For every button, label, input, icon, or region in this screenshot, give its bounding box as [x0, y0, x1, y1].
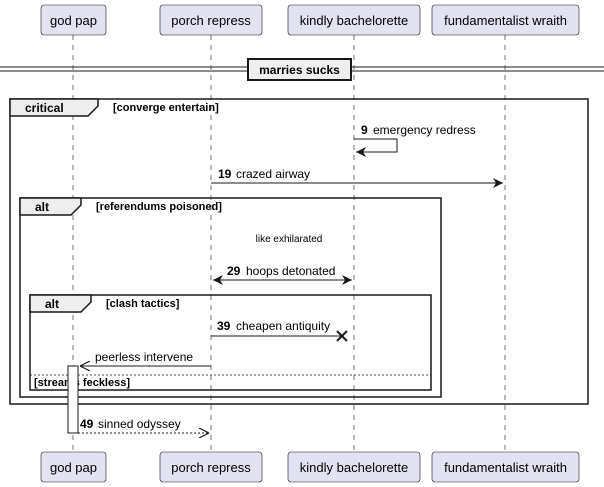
participant-label: kindly bachelorette	[300, 460, 408, 475]
participant-kindly-bachelorette-bottom[interactable]: kindly bachelorette	[287, 451, 421, 483]
participant-porch-repress-bottom[interactable]: porch repress	[159, 451, 263, 483]
fragment-critical: critical [converge entertain]	[9, 98, 589, 405]
message-29: 29 hoops detonated	[213, 264, 352, 285]
participant-label: god pap	[50, 460, 97, 475]
participant-god-pap-bottom[interactable]: god pap	[40, 451, 107, 483]
message-number: 49	[80, 417, 94, 431]
fragment-guard: [clash tactics]	[106, 298, 180, 310]
message-label: sinned odyssey	[98, 417, 181, 431]
participant-god-pap[interactable]: god pap	[40, 4, 107, 36]
divider: marries sucks	[0, 58, 604, 81]
participant-fundamentalist-wraith-bottom[interactable]: fundamentalist wraith	[431, 451, 580, 483]
participant-porch-repress[interactable]: porch repress	[159, 4, 263, 36]
message-number: 39	[217, 319, 231, 333]
participants-bottom: god pap porch repress kindly bachelorett…	[40, 451, 580, 483]
participant-label: kindly bachelorette	[300, 13, 408, 28]
message-peerless-intervene: peerless intervene	[80, 350, 211, 366]
divider-label: marries sucks	[259, 63, 340, 77]
activation-bar	[67, 365, 79, 434]
fragment-guard: [converge entertain]	[113, 102, 219, 114]
participant-label: porch repress	[171, 13, 251, 28]
else-guard: [streams feckless]	[34, 377, 130, 389]
message-39: 39 cheapen antiquity	[211, 319, 348, 342]
note-like-exhilarated: like exhilarated	[256, 234, 323, 245]
message-9: 9 emergency redress	[354, 123, 476, 157]
fragment-guard: [referendums poisoned]	[96, 201, 222, 213]
message-number: 9	[361, 123, 368, 137]
participant-label: god pap	[50, 13, 97, 28]
message-label: crazed airway	[236, 167, 310, 181]
message-label: peerless intervene	[95, 350, 193, 364]
message-number: 29	[227, 264, 241, 278]
participant-label: fundamentalist wraith	[444, 13, 567, 28]
participants-top: god pap porch repress kindly bachelorett…	[40, 4, 580, 36]
message-19: 19 crazed airway	[211, 167, 503, 188]
fragment-keyword: alt	[45, 297, 59, 311]
message-label: cheapen antiquity	[236, 319, 330, 333]
participant-fundamentalist-wraith[interactable]: fundamentalist wraith	[431, 4, 580, 36]
fragment-keyword: critical	[25, 101, 64, 115]
fragment-alt-inner: alt [clash tactics] [streams feckless]	[29, 294, 432, 391]
message-label: hoops detonated	[246, 264, 335, 278]
message-number: 19	[218, 167, 232, 181]
participant-label: porch repress	[171, 460, 251, 475]
destroy-icon	[336, 330, 348, 342]
fragment-keyword: alt	[35, 200, 49, 214]
message-49: 49 sinned odyssey	[78, 417, 209, 433]
participant-kindly-bachelorette[interactable]: kindly bachelorette	[287, 4, 421, 36]
note-text: like exhilarated	[256, 234, 323, 245]
fragment-alt-outer: alt [referendums poisoned]	[19, 197, 442, 398]
message-label: emergency redress	[373, 123, 476, 137]
participant-label: fundamentalist wraith	[444, 460, 567, 475]
